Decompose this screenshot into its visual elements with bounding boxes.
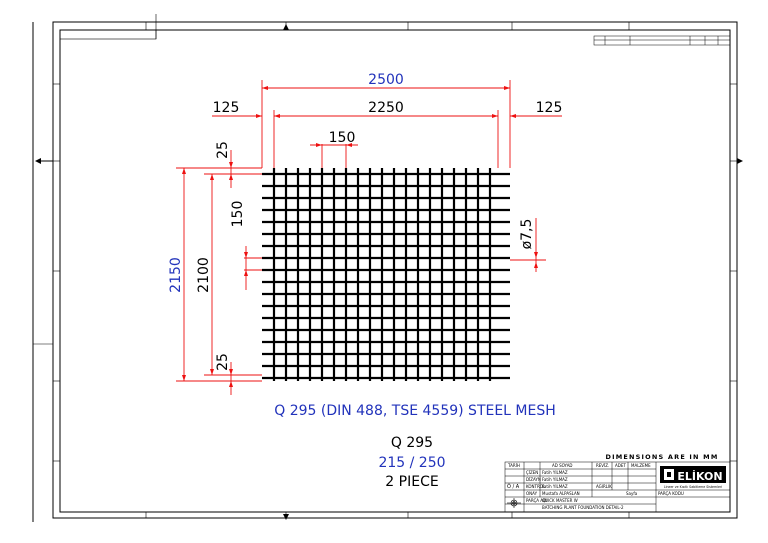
dim-bar-diameter: ø7,5 bbox=[519, 219, 535, 250]
center-mark-left-icon bbox=[35, 158, 41, 164]
tb-name-1: Fatih YILMAZ bbox=[542, 470, 568, 475]
dim-overall-height: 2150 bbox=[168, 257, 184, 293]
tb-head-date: TARİH bbox=[507, 463, 520, 468]
sheet-frame bbox=[32, 14, 743, 522]
dim-bar-spacing-side: 150 bbox=[230, 201, 246, 228]
tb-part-name-2: BATCHING PLANT FOUNDATION DETAIL-2 bbox=[542, 505, 624, 510]
tb-name-4: Mustafa ALPASLAN bbox=[542, 491, 580, 496]
dimension-labels: 2500 2250 125 125 150 2150 2100 25 25 15… bbox=[168, 72, 562, 371]
dim-overall-width: 2500 bbox=[368, 72, 404, 88]
dim-top-edge: 25 bbox=[215, 141, 231, 159]
logo-subtitle: Lineer ve Kısıtlı Sabitleme Sistemleri bbox=[664, 485, 722, 489]
tb-head-qty: ADET bbox=[615, 463, 626, 468]
tb-name-2: Fatih YILMAZ bbox=[542, 477, 568, 482]
tb-part-name-1: QUICK MASTER W bbox=[542, 498, 578, 503]
tb-scale-label: Ö / A bbox=[507, 483, 520, 490]
company-logo: ELİKON Lineer ve Kısıtlı Sabitleme Siste… bbox=[660, 466, 726, 489]
dimension-arrowheads bbox=[182, 86, 538, 387]
dim-left-edge: 125 bbox=[213, 100, 240, 116]
dim-inner-width: 2250 bbox=[368, 100, 404, 116]
center-mark-bottom-icon bbox=[283, 514, 289, 520]
tb-name-3: Fatih YILMAZ bbox=[542, 484, 568, 489]
dim-bar-spacing-top: 150 bbox=[329, 130, 356, 146]
tb-part-code-label: PARÇA KODU bbox=[658, 491, 684, 496]
center-mark-right-icon bbox=[737, 158, 743, 164]
center-mark-top-icon bbox=[283, 24, 289, 30]
title-block: DIMENSIONS ARE IN MM TARİH AD SOYAD REVİ… bbox=[504, 453, 731, 513]
mesh-title: Q 295 (DIN 488, TSE 4559) STEEL MESH bbox=[274, 403, 556, 419]
tb-part-name-label: PARÇA ADI bbox=[526, 498, 547, 503]
tb-role-2: DİZAYN bbox=[526, 477, 541, 482]
spec-name: Q 295 bbox=[391, 435, 433, 451]
tb-role-1: ÇİZEN bbox=[526, 470, 538, 475]
units-note: DIMENSIONS ARE IN MM bbox=[606, 453, 719, 461]
dim-bottom-edge: 25 bbox=[215, 353, 231, 371]
projection-symbol-icon bbox=[507, 498, 521, 508]
tb-role-4: ONAY bbox=[526, 491, 538, 496]
dim-inner-height: 2100 bbox=[196, 257, 212, 293]
tb-head-material: MALZEME bbox=[631, 463, 651, 468]
tb-head-name: AD SOYAD bbox=[552, 463, 573, 468]
tb-material-label: AGIRLIK bbox=[596, 484, 612, 489]
spec-ratio: 215 / 250 bbox=[378, 455, 445, 471]
logo-text: ELİKON bbox=[677, 469, 722, 483]
tb-page-label: Sayfa bbox=[626, 491, 638, 496]
dim-right-edge: 125 bbox=[536, 100, 563, 116]
spec-quantity: 2 PIECE bbox=[385, 474, 438, 490]
dimension-lines bbox=[176, 80, 562, 395]
steel-mesh-grid bbox=[262, 168, 510, 381]
tb-head-rev: REVİZ. bbox=[596, 463, 609, 468]
tb-role-3: KONTROL bbox=[526, 484, 546, 489]
